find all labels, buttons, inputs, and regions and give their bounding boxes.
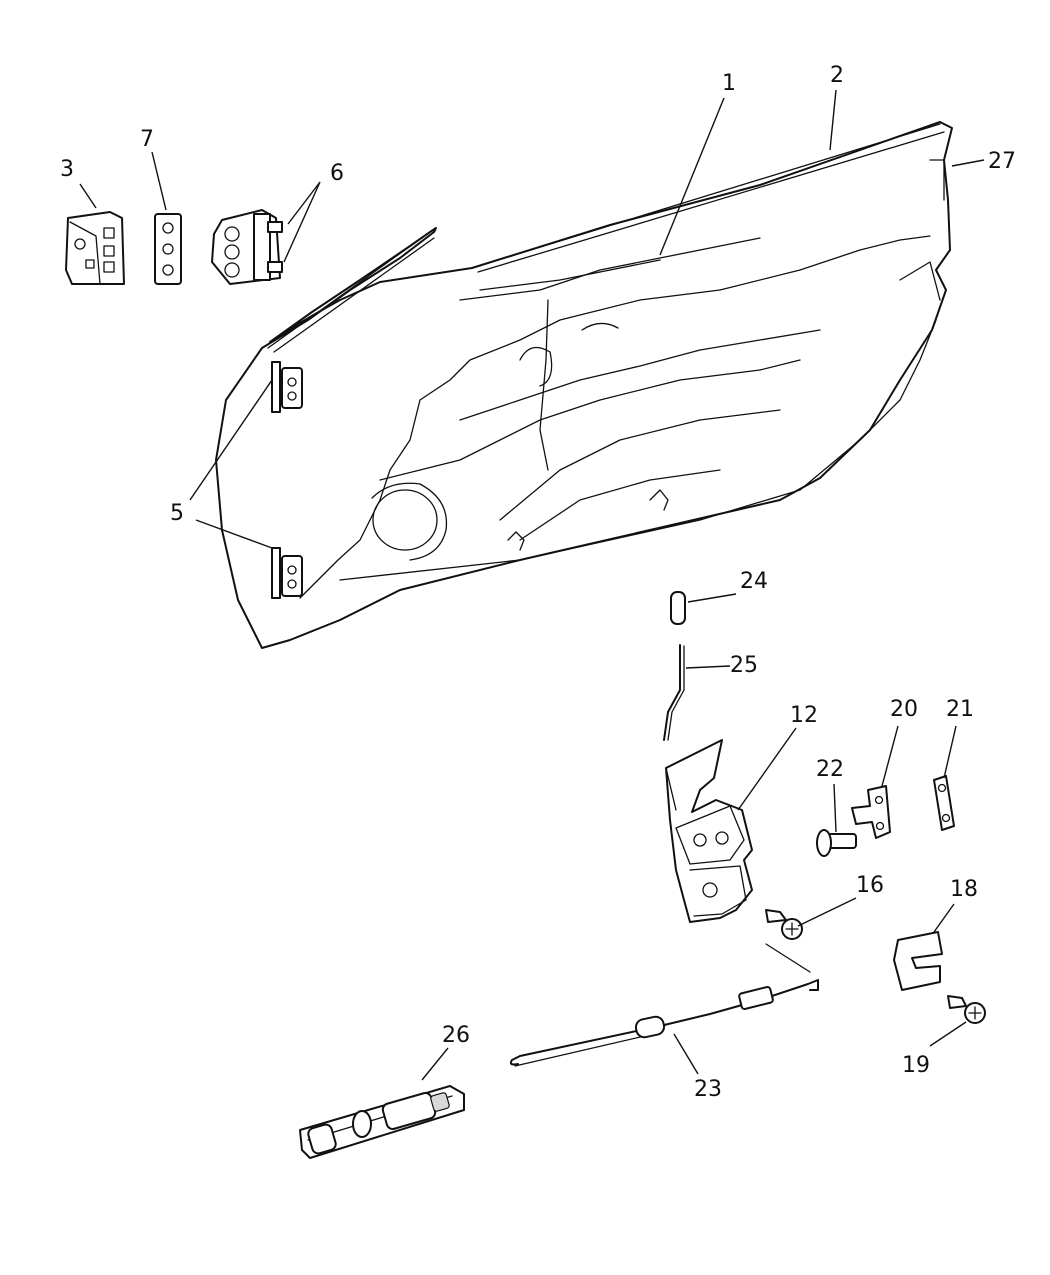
part-19-screw [947,995,986,1024]
part-22-bolt [816,829,857,857]
callout-20: 20 [890,697,918,722]
callout-24: 24 [740,569,768,594]
callout-5: 5 [170,501,184,526]
part-16-screw [765,909,803,940]
callout-labels: 1 2 27 3 7 6 5 24 25 12 20 21 22 16 18 1… [60,63,1016,1102]
part-7-shim-plate [154,213,182,285]
part-23-cable [509,943,819,1067]
callout-16: 16 [856,873,884,898]
part-25-link-rod [663,644,685,741]
callout-2: 2 [830,63,844,88]
part-6-hinge-assembly [211,209,283,285]
callout-21: 21 [946,697,974,722]
callout-12: 12 [790,703,818,728]
callout-3: 3 [60,157,74,182]
part-12-door-latch [665,739,753,923]
door-lower-hinge [271,547,303,599]
callout-18: 18 [950,877,978,902]
callout-23: 23 [694,1077,722,1102]
part-21-shim [933,775,955,831]
callout-19: 19 [902,1053,930,1078]
part-24-pin [670,591,686,625]
callout-27: 27 [988,149,1016,174]
callout-7: 7 [140,127,154,152]
callout-22: 22 [816,757,844,782]
callout-6: 6 [330,161,344,186]
door-shell [215,121,953,649]
callout-1: 1 [722,71,736,96]
part-3-hinge-bracket [65,211,125,285]
leader-lines [79,89,985,1081]
callout-25: 25 [730,653,758,678]
part-26-handle-bezel [299,1085,465,1159]
part-18-clip [893,931,943,991]
callout-26: 26 [442,1023,470,1048]
part-20-striker [851,785,891,839]
door-upper-hinge [271,361,303,413]
